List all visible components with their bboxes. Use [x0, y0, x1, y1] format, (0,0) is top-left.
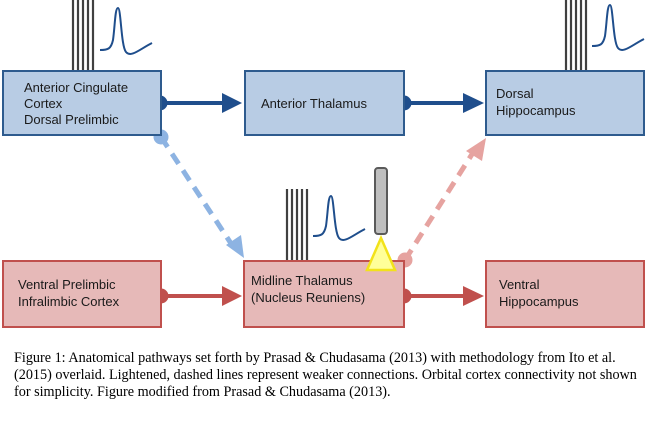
connection-acc-to-anterior-thalamus [152, 93, 242, 113]
node-label-line: Hippocampus [496, 103, 576, 118]
connections [152, 93, 486, 306]
optical-probe-icon [374, 167, 388, 235]
connection-anterior-thalamus-to-dorsal-hippocampus [396, 93, 484, 113]
spike-waveform-icon [591, 3, 645, 51]
node-label-line: Anterior Cingulate [24, 80, 128, 95]
spike-waveform-icon [312, 194, 366, 241]
recording-electrode-icon [564, 0, 588, 70]
node-dorsal-hippocampus: Dorsal Hippocampus [485, 70, 645, 136]
recording-electrode-icon [285, 189, 309, 260]
connection-midline-thalamus-to-dorsal-hippocampus [397, 138, 486, 268]
connection-ventral-prelimbic-to-midline-thalamus [153, 286, 242, 306]
node-anterior-thalamus: Anterior Thalamus [244, 70, 405, 136]
node-ventral-hippocampus: Ventral Hippocampus [485, 260, 645, 328]
node-label-line: (Nucleus Reuniens) [251, 290, 365, 305]
node-midline-thalamus: Midline Thalamus (Nucleus Reuniens) [243, 260, 405, 328]
figure-caption: Figure 1: Anatomical pathways set forth … [14, 350, 637, 400]
node-label-line: Midline Thalamus [251, 273, 353, 288]
node-ventral-prelimbic: Ventral Prelimbic Infralimbic Cortex [2, 260, 162, 328]
recording-electrode-icon [71, 0, 95, 70]
node-label-line: Ventral [499, 277, 540, 292]
node-label-line: Infralimbic Cortex [18, 294, 120, 309]
node-label-line: Ventral Prelimbic [18, 277, 116, 292]
node-label-line: Cortex [24, 96, 63, 111]
node-label-line: Dorsal [496, 86, 534, 101]
connection-midline-thalamus-to-ventral-hippocampus [396, 286, 484, 306]
connection-acc-to-midline-thalamus [153, 129, 244, 258]
node-anterior-cingulate: Anterior Cingulate Cortex Dorsal Prelimb… [2, 70, 162, 136]
pathway-diagram: Anterior Cingulate Cortex Dorsal Prelimb… [2, 0, 645, 328]
node-label-line: Anterior Thalamus [261, 96, 367, 111]
light-target-triangle-icon [365, 234, 397, 272]
node-label-line: Hippocampus [499, 294, 579, 309]
node-label-line: Dorsal Prelimbic [24, 112, 119, 127]
spike-waveform-icon [99, 6, 153, 55]
